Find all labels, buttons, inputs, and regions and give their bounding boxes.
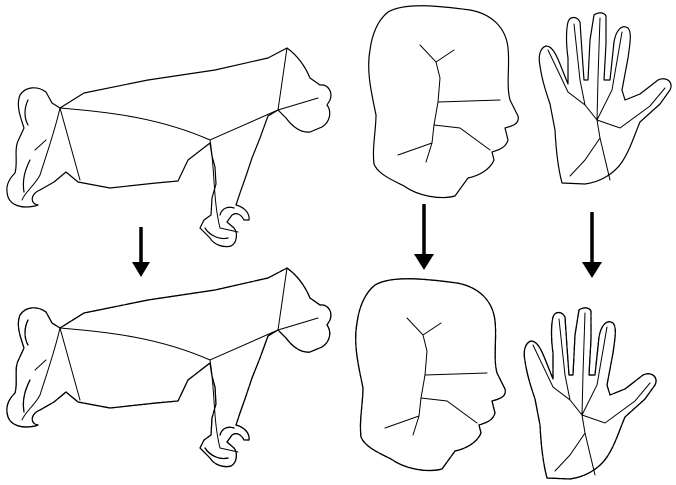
head-shape-processed bbox=[356, 279, 506, 471]
arrow-down-icon bbox=[132, 227, 150, 277]
hand-shape-original bbox=[539, 13, 671, 184]
hand-shape-processed bbox=[524, 308, 656, 479]
dog-shape-original bbox=[7, 48, 331, 247]
dog-shape-processed bbox=[7, 268, 331, 467]
arrow-down-icon bbox=[414, 204, 434, 270]
head-shape-original bbox=[369, 6, 519, 198]
arrow-down-icon bbox=[582, 212, 602, 278]
